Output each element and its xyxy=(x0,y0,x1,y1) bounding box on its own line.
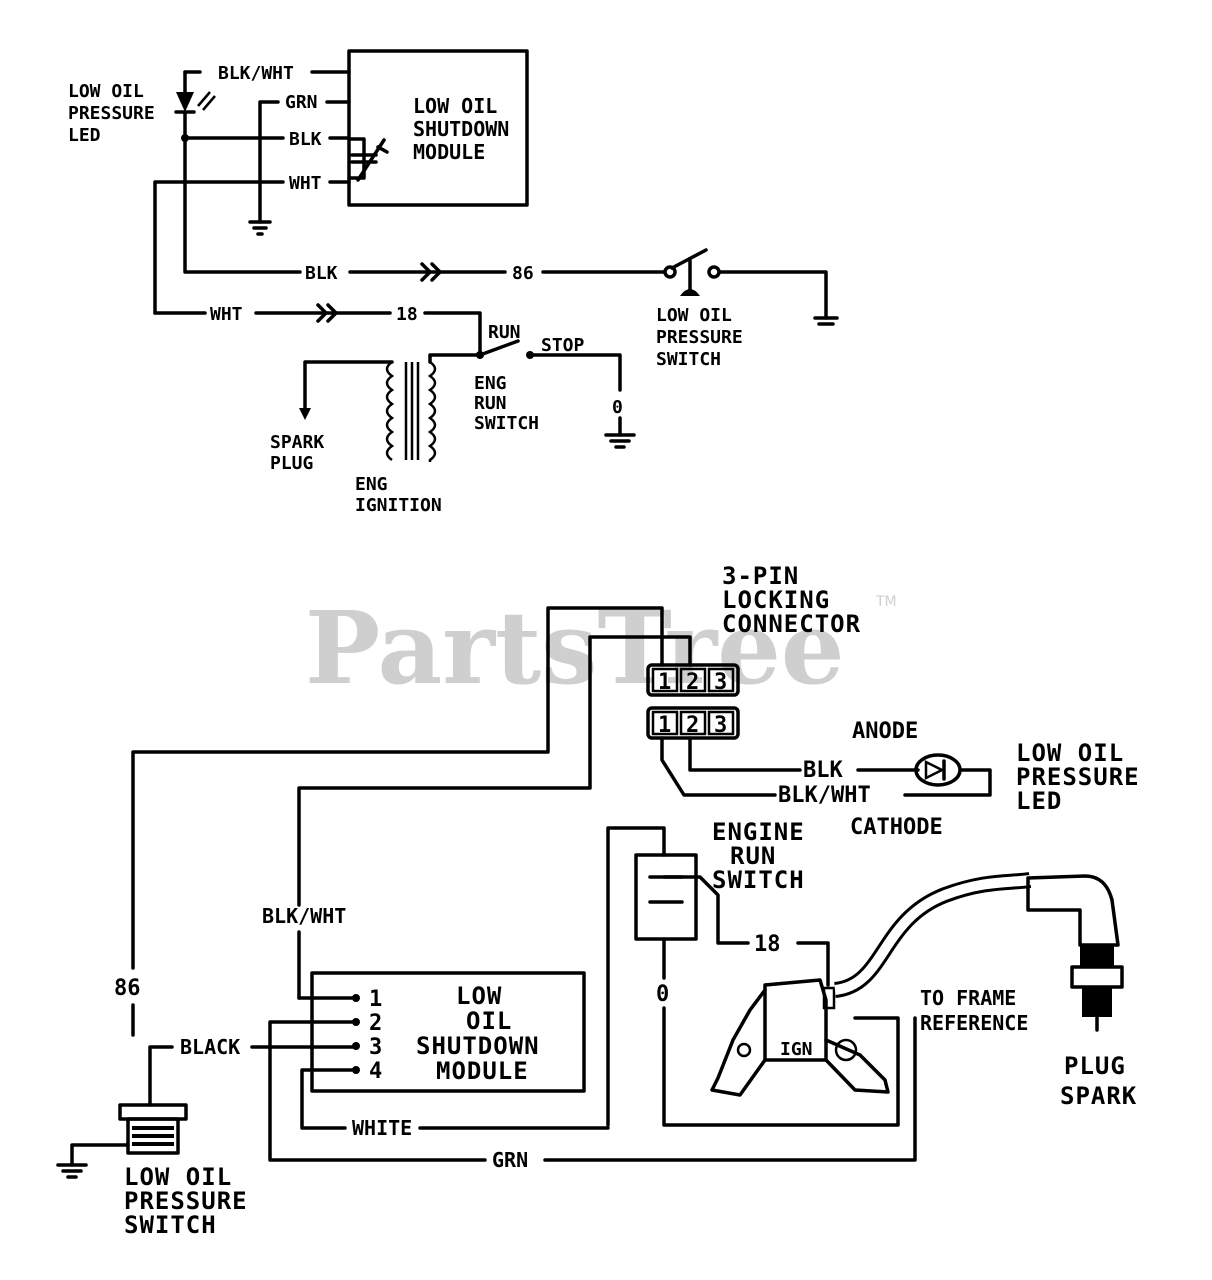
upper-pin-3: 3 xyxy=(714,670,727,695)
lower-pin-1: 1 xyxy=(658,713,671,738)
white-wire-label: WHITE xyxy=(352,1116,412,1140)
ground-icon xyxy=(604,433,636,449)
spark-plug-icon xyxy=(1026,874,1124,1032)
bottom-module-label-4: MODULE xyxy=(436,1057,529,1085)
top-run-blk-label: BLK xyxy=(305,263,338,284)
upper-pin-1: 1 xyxy=(658,670,671,695)
bottom-pressure-switch-label-2: PRESSURE xyxy=(124,1187,248,1215)
top-run-label: RUN xyxy=(488,322,521,343)
top-run-86-label: 86 xyxy=(512,263,534,284)
connector-label-1: 3-PIN xyxy=(722,562,799,590)
top-schematic: LOW OIL SHUTDOWN MODULE LOW OIL PRESSURE… xyxy=(68,49,839,516)
engine-run-switch-icon xyxy=(634,853,698,941)
bottom-pressure-switch-label-3: SWITCH xyxy=(124,1211,217,1239)
bottom-wire-blk-label: BLK xyxy=(803,758,843,783)
connector-upper: 1 2 3 xyxy=(646,663,740,697)
black-wire-label: BLACK xyxy=(180,1035,240,1059)
engine-run-switch-label-1: ENGINE xyxy=(712,818,805,846)
top-eng-ignition-label-1: ENG xyxy=(355,474,388,495)
to-frame-label-2: REFERENCE xyxy=(920,1011,1028,1035)
top-eng-run-switch-label-2: RUN xyxy=(474,393,507,414)
low-oil-pressure-led-icon xyxy=(914,753,962,787)
connector-lower: 1 2 3 xyxy=(646,706,740,740)
eng-run-switch-icon xyxy=(476,339,534,359)
bottom-module-label-1: LOW xyxy=(456,982,502,1010)
wire-0-label: 0 xyxy=(656,982,669,1007)
grn-wire-label: GRN xyxy=(492,1148,528,1172)
top-run-wht-label: WHT xyxy=(210,304,243,325)
top-module-label-1: LOW OIL xyxy=(413,94,497,118)
bottom-led-label-3: LED xyxy=(1016,787,1062,815)
module-terminals: 1 2 3 4 xyxy=(297,987,382,1084)
to-frame-label-1: TO FRAME xyxy=(920,986,1016,1010)
top-led-label-2: PRESSURE xyxy=(68,103,155,124)
ignition-coil-icon xyxy=(299,353,482,462)
low-oil-pressure-switch-icon xyxy=(56,1103,188,1179)
top-shutdown-module-box xyxy=(347,49,529,207)
module-pin-3: 3 xyxy=(369,1035,382,1060)
module-pin-4: 4 xyxy=(369,1059,382,1084)
top-pressure-switch-label-1: LOW OIL xyxy=(656,305,732,326)
bottom-module-label-2: OIL xyxy=(466,1007,512,1035)
top-wire-grn-label: GRN xyxy=(285,92,318,113)
bottom-module-label-3: SHUTDOWN xyxy=(416,1032,540,1060)
watermark-tm: TM xyxy=(875,594,897,610)
ignition-module-icon: IGN xyxy=(710,978,890,1097)
anode-label: ANODE xyxy=(852,719,918,744)
top-spark-plug-label-1: SPARK xyxy=(270,432,324,453)
wire-86-label: 86 xyxy=(114,976,141,1001)
top-wire-blk-label: BLK xyxy=(289,129,322,150)
low-oil-pressure-switch-icon xyxy=(663,248,721,296)
top-stop-label: STOP xyxy=(541,335,585,356)
module-pin-1: 1 xyxy=(369,987,382,1012)
bottom-led-label-1: LOW OIL xyxy=(1016,739,1124,767)
cathode-label: CATHODE xyxy=(850,815,943,840)
blk-wht-vertical-label: BLK/WHT xyxy=(262,904,346,928)
top-run-18-label: 18 xyxy=(396,304,418,325)
bottom-wire-blk-wht-label: BLK/WHT xyxy=(778,783,871,808)
top-led-label-3: LED xyxy=(68,125,101,146)
top-spark-plug-label-2: PLUG xyxy=(270,453,313,474)
lower-pin-2: 2 xyxy=(686,713,699,738)
ground-icon xyxy=(813,316,839,326)
top-module-label-2: SHUTDOWN xyxy=(413,117,509,141)
ground-icon xyxy=(248,220,272,236)
top-zero-label: 0 xyxy=(612,397,623,418)
low-oil-pressure-led-icon xyxy=(174,70,216,140)
top-pressure-switch-label-3: SWITCH xyxy=(656,349,721,370)
top-wire-wht-label: WHT xyxy=(289,173,322,194)
variable-capacitor-icon xyxy=(347,137,389,182)
ign-label: IGN xyxy=(780,1039,813,1060)
upper-pin-2: 2 xyxy=(686,670,699,695)
wire-18-label: 18 xyxy=(754,932,781,957)
top-led-label-1: LOW OIL xyxy=(68,81,144,102)
bottom-pressure-switch-label-1: LOW OIL xyxy=(124,1163,232,1191)
top-eng-run-switch-label-3: SWITCH xyxy=(474,413,539,434)
top-wire-blk-wht-label: BLK/WHT xyxy=(218,63,294,84)
top-pressure-switch-label-2: PRESSURE xyxy=(656,327,743,348)
connector-label-3: CONNECTOR xyxy=(722,610,861,638)
bottom-shutdown-module-box xyxy=(310,971,586,1093)
top-eng-run-switch-label-1: ENG xyxy=(474,373,507,394)
connector-label-2: LOCKING xyxy=(722,586,830,614)
top-module-label-3: MODULE xyxy=(413,140,485,164)
module-pin-2: 2 xyxy=(369,1011,382,1036)
engine-run-switch-label-3: SWITCH xyxy=(712,866,805,894)
lower-pin-3: 3 xyxy=(714,713,727,738)
top-eng-ignition-label-2: IGNITION xyxy=(355,495,442,516)
plug-spark-label-2: SPARK xyxy=(1060,1082,1137,1110)
plug-spark-label-1: PLUG xyxy=(1064,1052,1126,1080)
bottom-schematic: 3-PIN LOCKING CONNECTOR 1 2 3 1 2 3 BLK xyxy=(56,562,1140,1239)
bottom-led-label-2: PRESSURE xyxy=(1016,763,1140,791)
engine-run-switch-label-2: RUN xyxy=(730,842,776,870)
